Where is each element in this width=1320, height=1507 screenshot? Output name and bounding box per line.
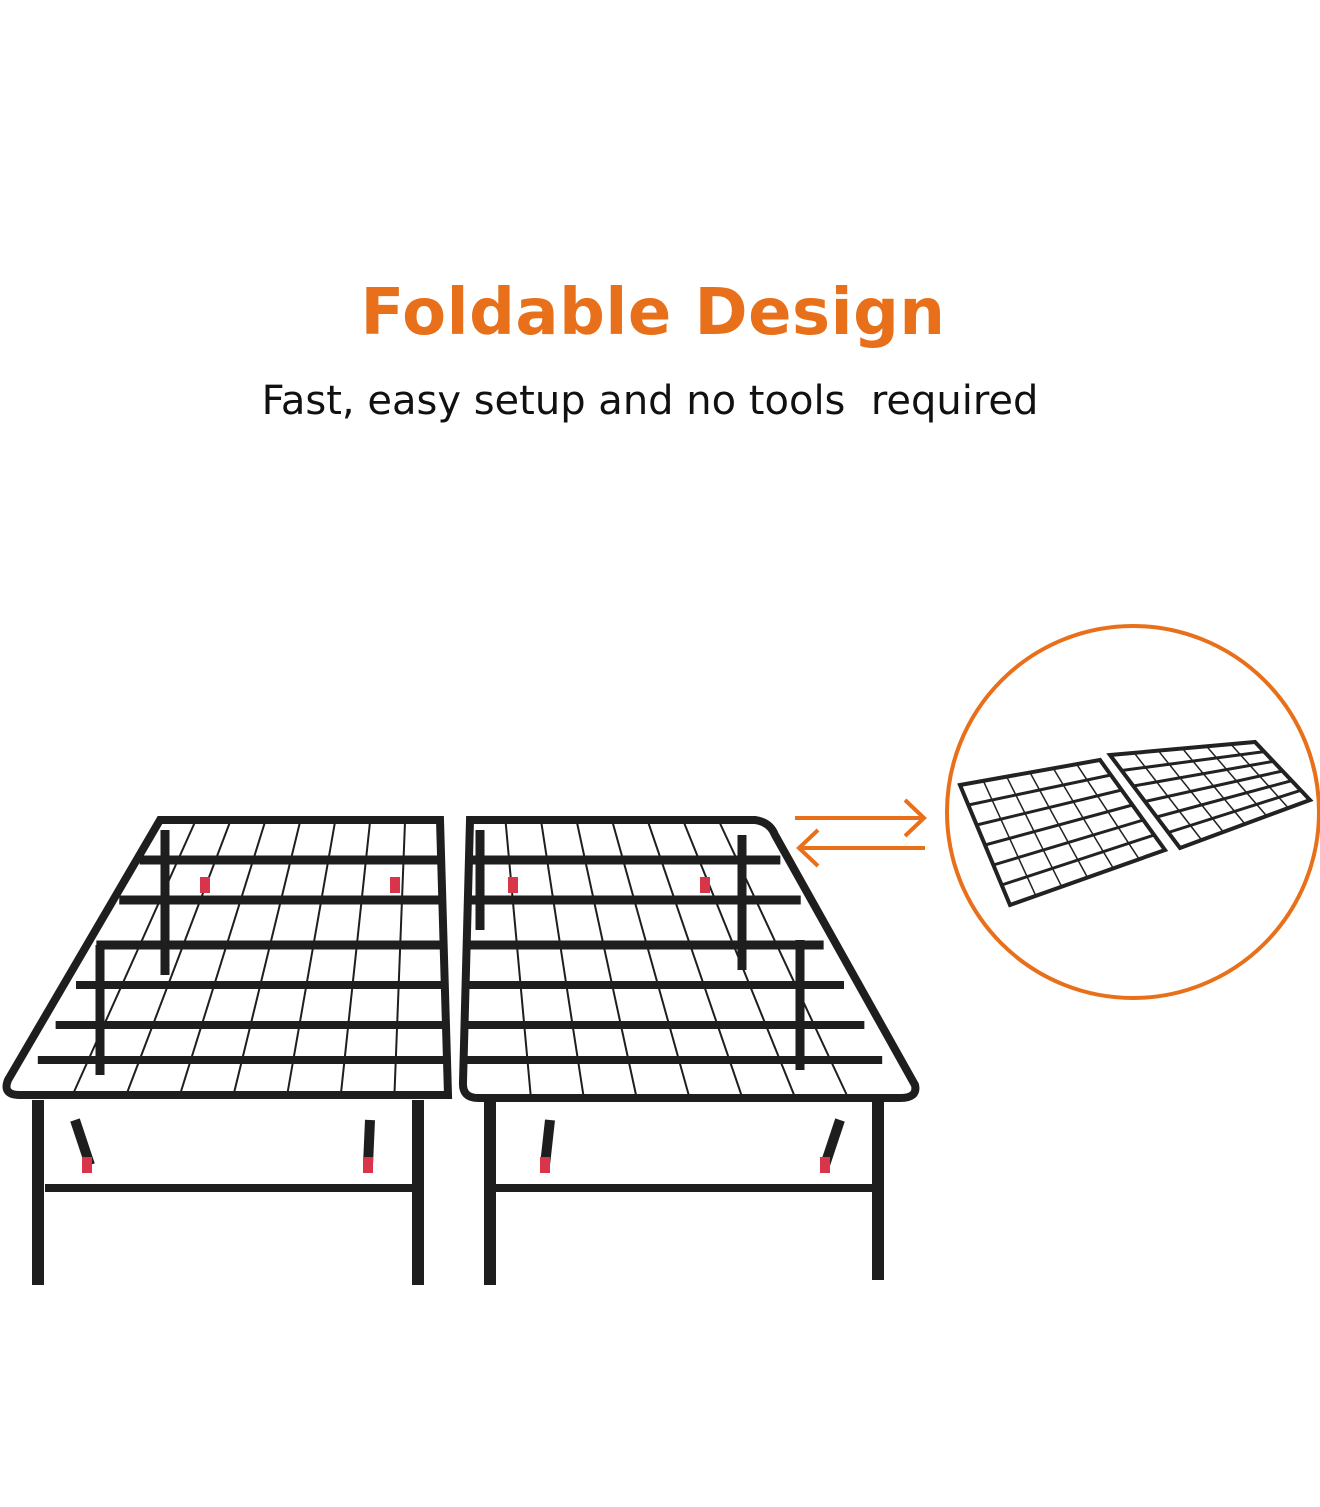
bed-frame-image bbox=[2, 816, 920, 1285]
frame-bar bbox=[611, 821, 690, 1097]
hinge-lock bbox=[508, 877, 518, 893]
hinge-lock bbox=[363, 1157, 373, 1173]
frame-bar bbox=[1167, 788, 1302, 834]
folded-frame-inset bbox=[945, 624, 1320, 1000]
frame-bar bbox=[72, 821, 196, 1094]
swap-arrows-icon bbox=[795, 798, 927, 868]
headline-title: Foldable Design bbox=[360, 276, 946, 350]
frame-bar bbox=[1001, 833, 1155, 887]
frame-bar bbox=[647, 821, 743, 1097]
frame-bar bbox=[504, 821, 532, 1097]
hinge-lock bbox=[540, 1157, 550, 1173]
frame-bar bbox=[1052, 767, 1114, 869]
hinge-lock bbox=[700, 877, 710, 893]
frame-bar bbox=[718, 821, 849, 1097]
headline-subtitle: Fast, easy setup and no tools required bbox=[261, 378, 1039, 424]
frame-bar bbox=[1144, 769, 1283, 803]
hinge-lock bbox=[820, 1157, 830, 1173]
frame-bar bbox=[992, 818, 1144, 867]
frame-bar bbox=[984, 803, 1133, 847]
frame-bar bbox=[233, 821, 301, 1094]
frame-bar bbox=[179, 821, 266, 1094]
frame-bar bbox=[682, 821, 796, 1097]
frame-bar bbox=[340, 821, 371, 1094]
frame-bar bbox=[393, 821, 406, 1094]
hinge-lock bbox=[390, 877, 400, 893]
frame-bar bbox=[126, 821, 231, 1094]
frame-bar bbox=[575, 821, 638, 1097]
frame-bar bbox=[540, 821, 585, 1097]
frame-bar bbox=[286, 821, 336, 1094]
hinge-lock bbox=[200, 877, 210, 893]
hinge-lock bbox=[82, 1157, 92, 1173]
